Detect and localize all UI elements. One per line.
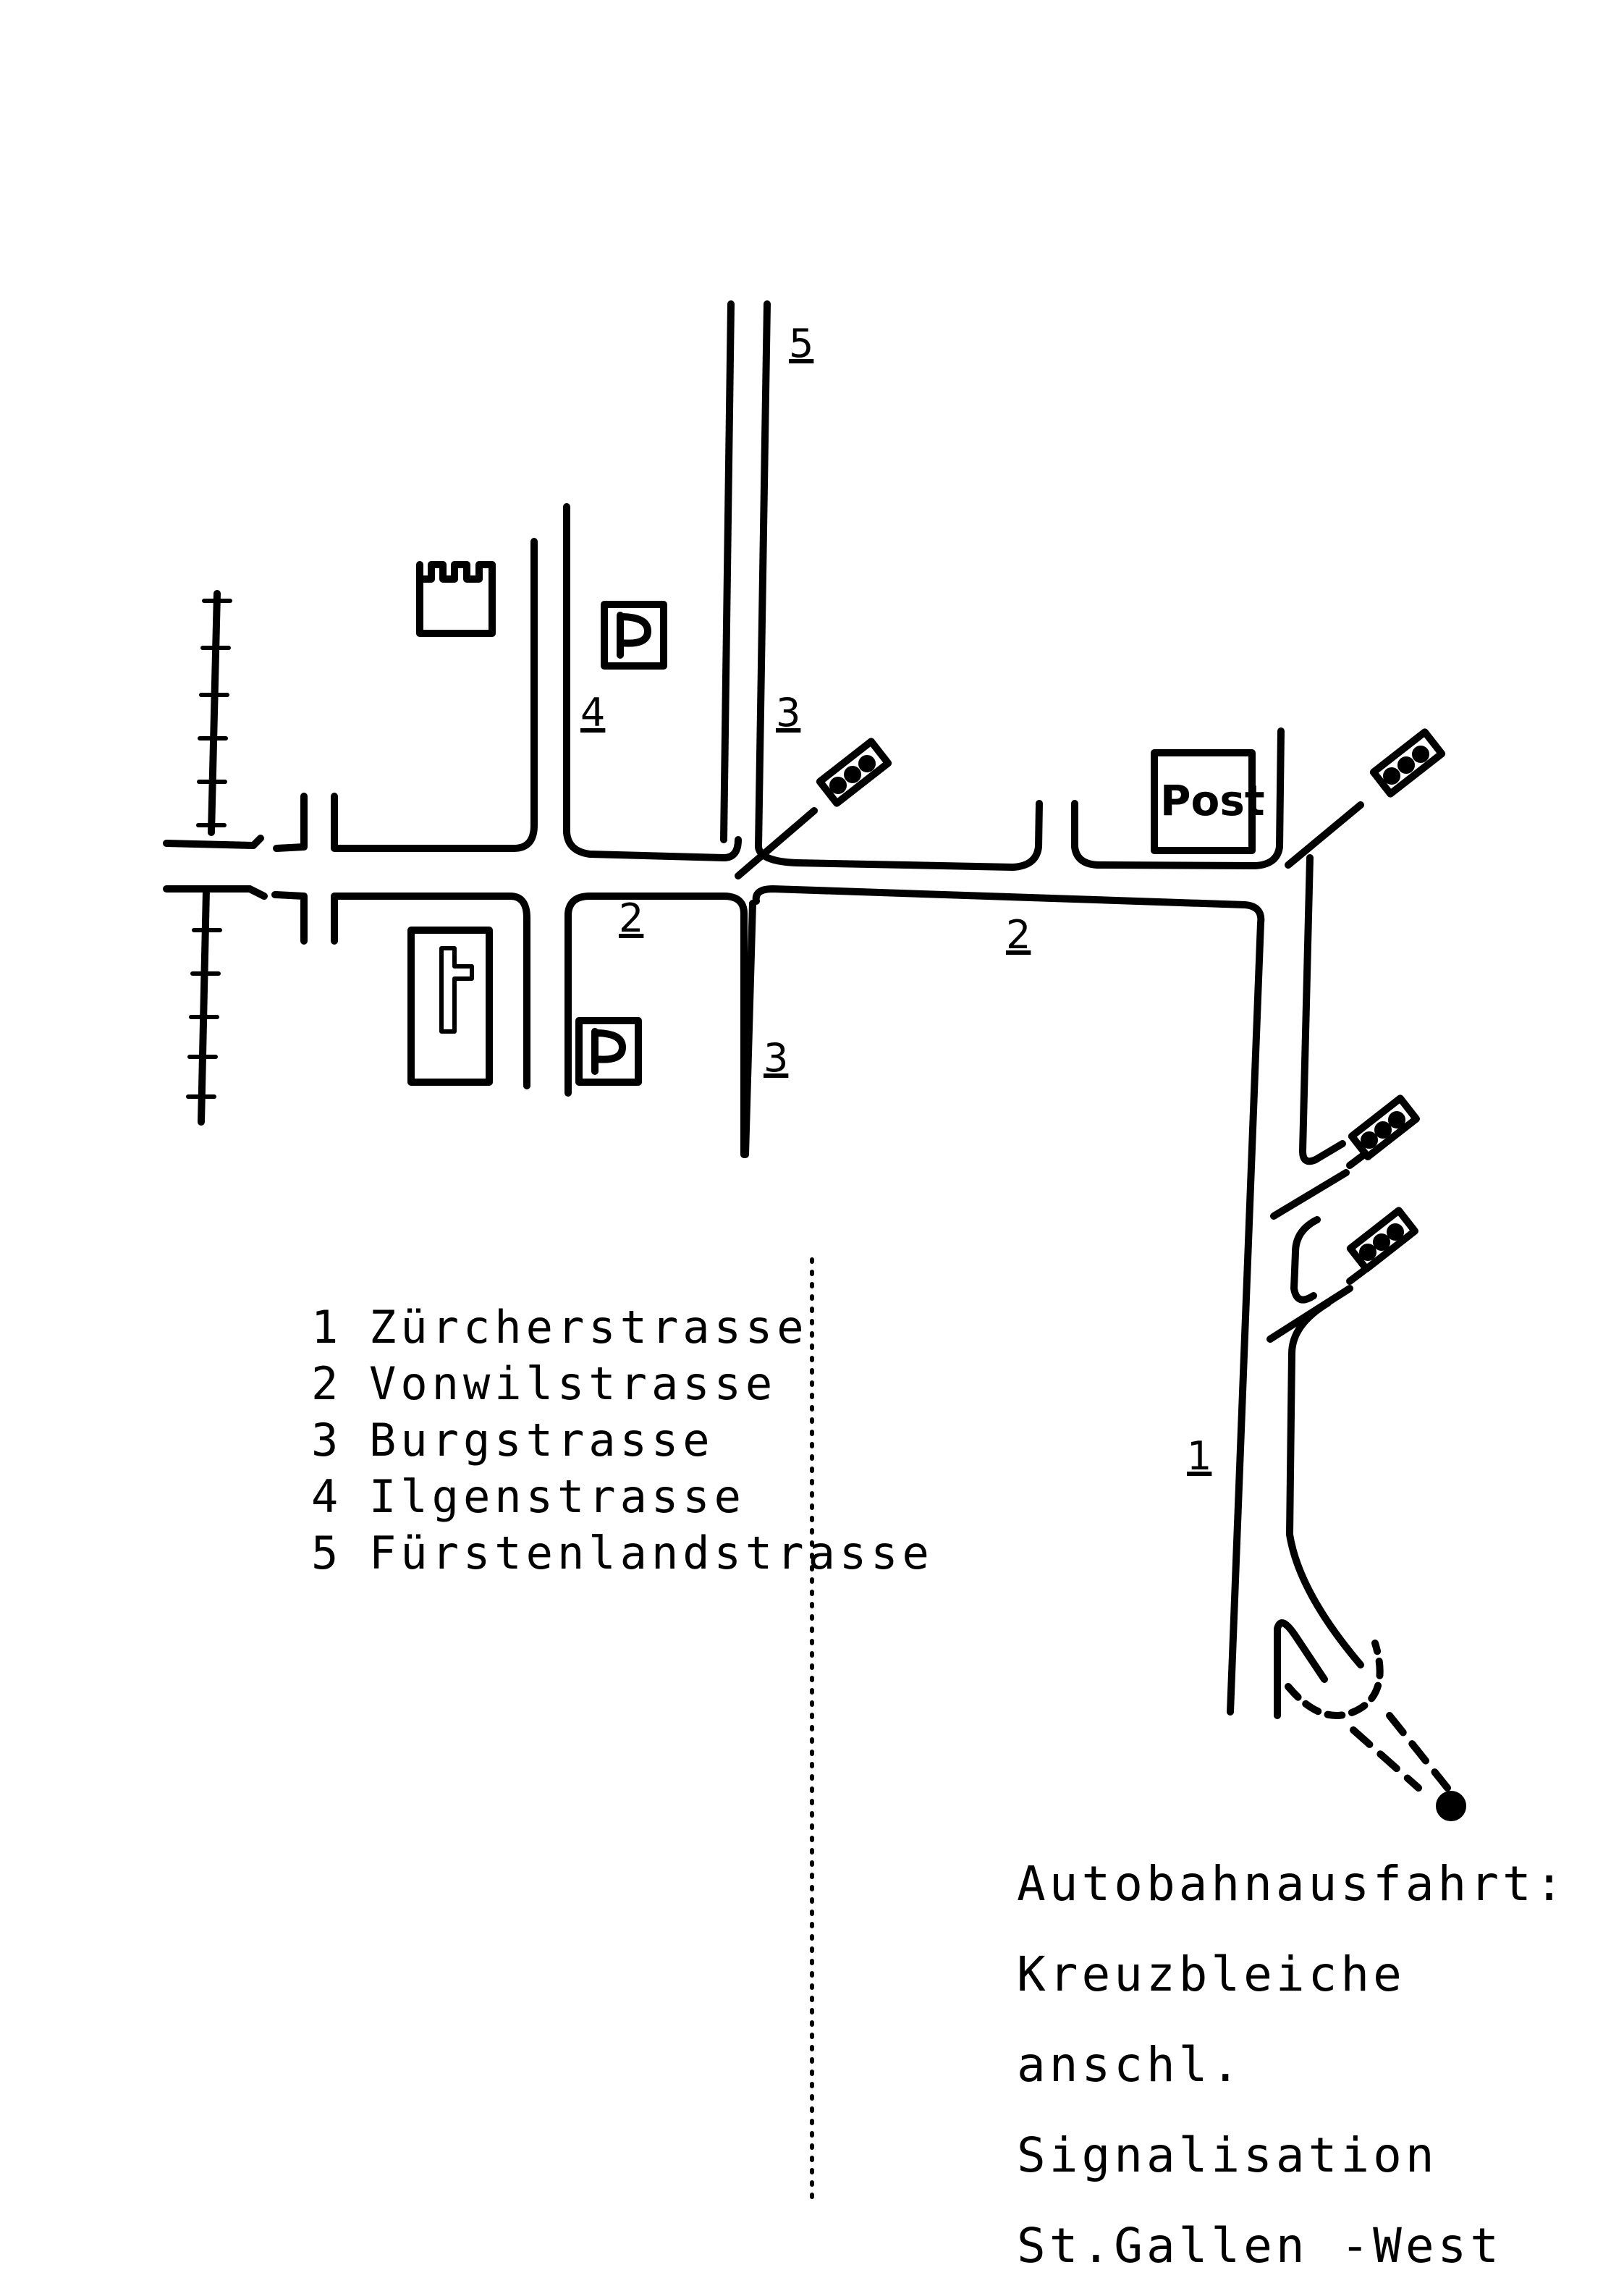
traffic-light-icon	[735, 738, 892, 879]
exit-note: Autobahnausfahrt: Kreuzbleiche anschl. S…	[1017, 1839, 1624, 2291]
traffic-light-icon	[1285, 728, 1446, 869]
road-label-2-right: 2	[1006, 912, 1031, 958]
railway-track-icon	[186, 590, 232, 1126]
road-label-4: 4	[580, 690, 606, 735]
destination-dot-icon	[1436, 1791, 1466, 1821]
exit-note-line: St.Gallen -West	[1017, 2218, 1503, 2274]
road-label-1: 1	[1187, 1433, 1212, 1479]
post-label: Post	[1160, 776, 1265, 825]
road-label-3-bottom: 3	[764, 1035, 789, 1081]
autobahn-ramp	[1285, 1640, 1466, 1821]
street-vonwilstrasse	[163, 503, 748, 1158]
street-burgstrasse	[720, 300, 1285, 1716]
street-zurcherstrasse	[1266, 854, 1364, 1719]
street-map	[163, 300, 1466, 2203]
church-cross-icon	[407, 927, 493, 1086]
parking-icon	[575, 1017, 642, 1086]
road-label-5: 5	[789, 321, 814, 366]
road-label-2-left: 2	[619, 895, 644, 941]
traffic-light-icon	[1346, 1094, 1420, 1169]
exit-note-line: Kreuzbleiche	[1017, 1946, 1405, 2002]
castle-icon	[416, 561, 496, 637]
traffic-light-icon	[1346, 1207, 1418, 1285]
parking-icon	[601, 601, 667, 670]
road-label-3-top: 3	[776, 690, 801, 735]
exit-note-line: Autobahnausfahrt:	[1017, 1856, 1568, 1912]
exit-note-line: anschl. Signalisation	[1017, 2037, 1438, 2183]
post-office-icon	[1151, 749, 1256, 854]
